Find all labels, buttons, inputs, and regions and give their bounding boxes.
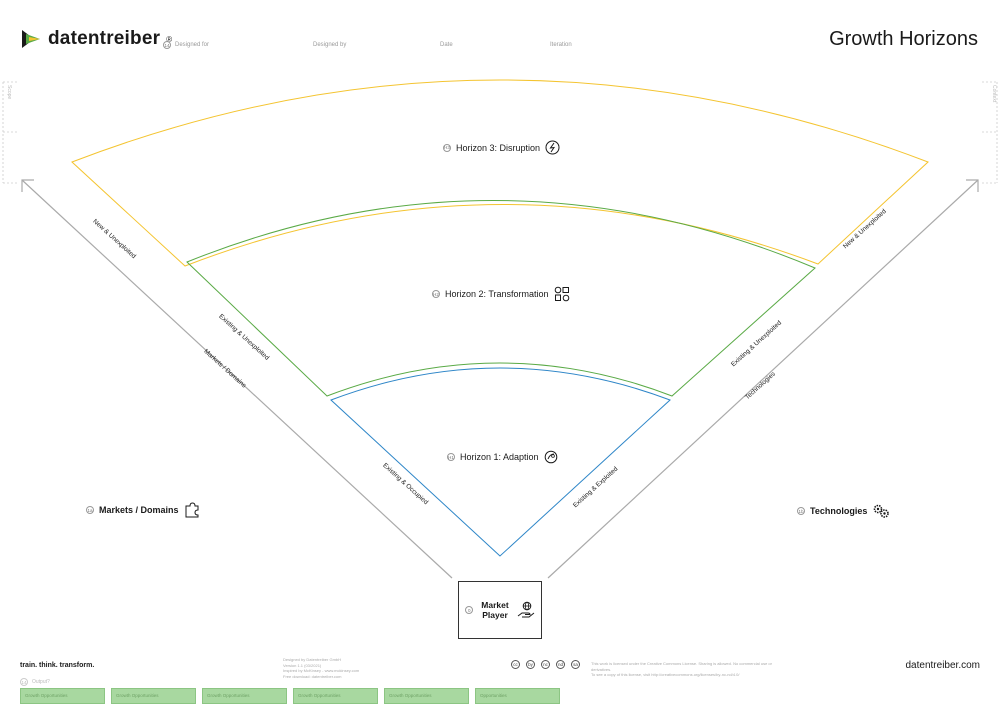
green-note[interactable]: Growth Opportunities (111, 688, 196, 704)
horizon-title: Horizon 3: Disruption (456, 142, 541, 153)
horizon-number: H1 (447, 453, 455, 461)
horizon-2-shape[interactable] (186, 200, 816, 397)
license-line: To see a copy of this license, visit htt… (591, 672, 740, 677)
shapes-icon (554, 286, 569, 302)
license-text: This work is licensed under the Creative… (591, 661, 781, 678)
meta-label: Designed by (313, 42, 347, 48)
horizon-3-shape[interactable] (71, 79, 929, 267)
license-line: This work is licensed under the Creative… (591, 661, 772, 672)
page-title: Growth Horizons (829, 28, 978, 50)
green-note[interactable]: Growth Opportunities (202, 688, 287, 704)
horizon-3-label: H3 Horizon 3: Disruption (443, 140, 560, 155)
cc-icon: cc (511, 660, 520, 669)
hint-number: 14 (20, 678, 28, 686)
market-player-line2: Player (482, 610, 508, 620)
green-note[interactable]: Growth Opportunities (20, 688, 105, 704)
meta-date[interactable]: Date (440, 41, 550, 49)
brand-reg: ® (166, 34, 173, 44)
lightning-icon (545, 140, 560, 155)
nd-icon: nd (556, 660, 565, 669)
brand-name: datentreiber (48, 28, 161, 49)
meta-row: 14 Designed for Designed by Date Iterati… (163, 41, 572, 49)
slogan: train. think. transform. (20, 662, 95, 669)
horizon-number: H3 (443, 143, 451, 152)
datentreiber-logo-icon (22, 30, 40, 48)
side-bracket-right (982, 81, 998, 184)
credit-line: Inspired by McKinsey - www.mckinsey.com (283, 668, 360, 673)
meta-label: Designed for (175, 42, 210, 48)
market-player-line1: Market (481, 600, 509, 610)
right-axis-arrow (547, 179, 979, 579)
sa-icon: sa (571, 660, 580, 669)
gears-icon (874, 504, 890, 518)
credit-line: Designed by Datentreiber GmbH (283, 657, 342, 662)
market-player-label: Market Player (481, 600, 508, 620)
axis-title: Markets / Domains (99, 505, 179, 515)
hand-icon (544, 450, 557, 464)
credits-block: Designed by Datentreiber GmbH Version 1.… (283, 657, 359, 679)
green-note[interactable]: Growth Opportunities (293, 688, 378, 704)
website-link[interactable]: datentreiber.com (905, 660, 981, 671)
horizon-title: Horizon 2: Transformation (445, 289, 549, 299)
green-note[interactable]: Growth Opportunities (384, 688, 469, 704)
left-axis-arrow (21, 179, 453, 579)
green-notes-row: Growth Opportunities Growth Opportunitie… (20, 688, 560, 704)
brand-logo: datentreiber ® (20, 28, 172, 50)
credit-line: Free download: datentreiber.com (283, 673, 342, 679)
hand-globe-icon (517, 601, 535, 618)
horizon-title: Horizon 1: Adaption (460, 452, 539, 462)
horizon-1-shape[interactable] (330, 367, 671, 557)
meta-label: Iteration (550, 42, 572, 48)
by-icon: by (526, 660, 535, 669)
horizon-1-label: H1 Horizon 1: Adaption (447, 450, 558, 464)
axis-number: 1b (797, 507, 805, 515)
meta-number: 14 (163, 41, 171, 49)
output-hint: 14 Output? (20, 678, 50, 686)
side-bracket-left (2, 81, 18, 184)
credit-line: Version 1.1 (03/2021) (283, 662, 322, 668)
license-icons: cc by nc nd sa (511, 660, 580, 669)
meta-designed-for[interactable]: 14 Designed for (163, 41, 313, 49)
meta-designed-by[interactable]: Designed by (313, 41, 440, 49)
technologies-label: 1b Technologies (797, 503, 890, 519)
market-player-box[interactable]: 0 Market Player (458, 581, 542, 639)
meta-label: Date (440, 42, 453, 48)
meta-iteration[interactable]: Iteration (550, 41, 572, 49)
green-note[interactable]: Opportunities (475, 688, 560, 704)
axis-number: 1a (86, 506, 94, 514)
markets-domains-label: 1a Markets / Domains (86, 502, 200, 518)
horizon-2-label: H2 Horizon 2: Transformation (432, 286, 570, 302)
axis-title: Technologies (810, 506, 868, 516)
puzzle-icon (185, 502, 199, 518)
hint-label: Output? (32, 679, 50, 685)
nc-icon: nc (541, 660, 550, 669)
market-player-number: 0 (465, 606, 474, 614)
horizon-number: H2 (432, 290, 440, 298)
